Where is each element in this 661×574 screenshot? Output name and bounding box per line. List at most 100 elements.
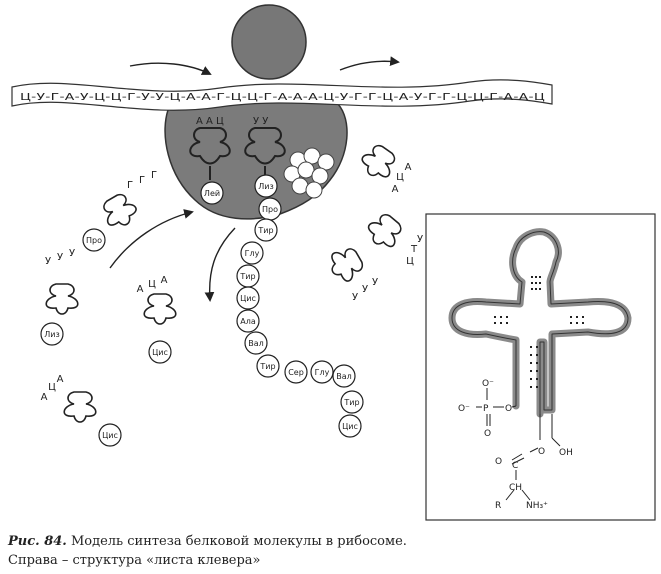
peptide-residue-9-circle	[284, 360, 308, 384]
ribosome-site-trna-p	[189, 127, 231, 180]
trna-1-anticodon-2: Г	[139, 175, 145, 186]
trna-6-anticodon-1: Ц	[406, 256, 414, 267]
trna-body	[63, 391, 97, 423]
trna-6-anticodon-3: У	[417, 234, 423, 245]
trna-6-anticodon-2: Т	[410, 244, 418, 255]
trna-7-anticodon-3: У	[372, 277, 378, 288]
trna-2-anticodon-3: У	[69, 248, 75, 259]
bound-amino-acid-1-circle	[200, 181, 224, 205]
trna-body	[367, 214, 402, 248]
free-trna-6: ЦТУ	[367, 214, 423, 267]
trna-body	[143, 293, 177, 325]
peptide-residue-6-label: Ала	[240, 317, 256, 326]
peptide-residue-7: Вал	[244, 331, 268, 355]
peptide-residue-11: Вал	[332, 364, 356, 388]
trna-2-anticodon-1: У	[45, 256, 51, 267]
trna-3-anticodon-2: Ц	[148, 279, 156, 290]
peptide-residue-3-label: Глу	[245, 249, 260, 258]
peptide-residue-3: Глу	[240, 241, 264, 265]
trna-body	[103, 193, 137, 226]
mrna-sequence: Ц-У-Г-А-У-Ц-Ц-Г-У-У-Ц-А-А-Г-Ц-Ц-Г-А-А-А-…	[20, 92, 545, 103]
trna-shape	[45, 283, 79, 315]
peptide-residue-13-label: Цис	[342, 422, 358, 431]
amine-group: NH₃⁺	[526, 501, 548, 511]
site-anticodon-a: У У	[253, 116, 268, 127]
alpha-carbon: CH	[509, 483, 522, 493]
trna-3-anticodon-3: А	[161, 275, 168, 286]
peptide-residue-4: Тир	[236, 264, 260, 288]
trna-3-anticodon-1: А	[137, 284, 144, 295]
peptide-residue-6: Ала	[236, 309, 260, 333]
phosphate-o-left: O⁻	[458, 404, 470, 414]
bound-amino-acid-2-circle	[254, 174, 278, 198]
trna-4-anticodon-1: А	[41, 392, 48, 403]
peptide-residue-2-label: Тир	[257, 226, 273, 235]
peptide-residue-7-label: Вал	[248, 339, 264, 348]
peptide-residue-9-label: Сер	[288, 368, 304, 377]
peptide-residue-5-circle	[236, 286, 260, 310]
phosphate-o-right: O	[505, 404, 512, 414]
trna-1-anticodon-3: Г	[151, 170, 157, 181]
free-trna-5: АЦА	[361, 144, 412, 195]
peptide-residue-13: Цис	[338, 414, 362, 438]
free-trna-4: АЦА Цис	[41, 374, 122, 447]
trna-7-anticodon-1: У	[352, 292, 358, 303]
bound-amino-acid-1-label: Лей	[204, 189, 220, 198]
movement-arrow-right	[339, 56, 400, 71]
phosphate-group	[476, 388, 517, 426]
trna-4-amino-acid: Цис	[98, 423, 122, 447]
trna-4-anticodon-2: Ц	[48, 382, 56, 393]
caption-line-1: Рис. 84. Модель синтеза белковой молекул…	[8, 532, 653, 551]
bound-amino-acid-2: Лиз	[254, 174, 278, 198]
ester-oxygen: O	[538, 447, 545, 457]
trna-1-amino-acid-label: Про	[86, 236, 102, 245]
protein-synthesis-diagram: Ц-У-Г-А-У-Ц-Ц-Г-У-У-Ц-А-А-Г-Ц-Ц-Г-А-А-А-…	[11, 4, 656, 521]
trna-entry-arrow	[109, 209, 194, 269]
peptide-residue-10: Глу	[310, 360, 334, 384]
peptide-residue-8-label: Тир	[259, 362, 275, 371]
phosphate-o-bottom: O	[484, 429, 491, 439]
figure-caption: Рис. 84. Модель синтеза белковой молекул…	[8, 532, 653, 570]
peptide-residue-2: Тир	[254, 218, 278, 242]
trna-5-anticodon-3: А	[405, 162, 412, 173]
trna-3-amino-acid-label: Цис	[152, 348, 168, 357]
cloverleaf-trna	[448, 228, 632, 418]
trna-1-anticodon-1: Г	[127, 180, 133, 191]
trna-1-amino-acid-circle	[82, 228, 106, 252]
trna-2-amino-acid-circle	[40, 322, 64, 346]
peptide-residue-2-circle	[254, 218, 278, 242]
carbonyl-oxygen: O	[495, 457, 502, 467]
trna-5-anticodon-2: Ц	[396, 172, 404, 183]
figure-label: Рис. 84.	[8, 534, 67, 549]
hydroxyl-group: OH	[559, 448, 573, 458]
peptide-residue-4-label: Тир	[239, 272, 255, 281]
bound-amino-acid-1: Лей	[200, 181, 224, 205]
trna-2-amino-acid-label: Лиз	[44, 330, 59, 339]
peptide-residue-5: Цис	[236, 286, 260, 310]
trna-2-amino-acid: Лиз	[40, 322, 64, 346]
enzyme-cluster	[283, 147, 335, 199]
r-group: R	[495, 501, 501, 511]
trna-4-anticodon-3: А	[57, 374, 64, 385]
bound-amino-acid-2-label: Лиз	[258, 182, 273, 191]
trna-shape	[143, 293, 177, 325]
trna-body	[361, 144, 396, 178]
trna-3-amino-acid-circle	[148, 340, 172, 364]
peptide-residue-7-circle	[244, 331, 268, 355]
trna-2-anticodon-2: У	[57, 252, 63, 263]
peptide-residue-11-label: Вал	[336, 372, 352, 381]
peptide-residue-10-label: Глу	[315, 368, 330, 377]
trna-shape	[331, 248, 364, 282]
free-trna-7: УУУ	[331, 248, 378, 303]
trna-shape	[103, 193, 137, 226]
phosphate-o-top: O⁻	[482, 379, 494, 389]
caption-line-2: Справа – структура «листа клевера»	[8, 553, 261, 568]
peptide-residue-3-circle	[240, 241, 264, 265]
peptide-residue-11-circle	[332, 364, 356, 388]
peptide-residue-6-circle	[236, 309, 260, 333]
